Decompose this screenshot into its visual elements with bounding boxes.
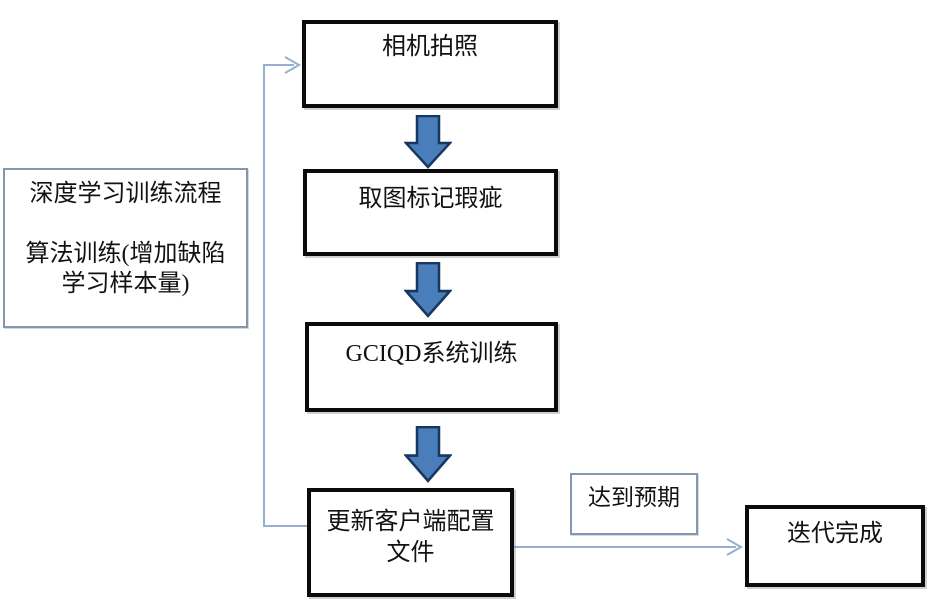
node-iteration-complete-label: 迭代完成 — [787, 521, 883, 547]
down-block-arrow-icon — [404, 262, 452, 318]
note-training-process-line3: 学习样本量) — [61, 271, 190, 297]
node-update-client-config: 更新客户端配置 文件 — [307, 488, 514, 597]
node-mark-defects-label: 取图标记瑕疵 — [358, 186, 503, 212]
feedback-arrowhead-icon — [284, 56, 302, 74]
node-iteration-complete: 迭代完成 — [745, 505, 925, 587]
down-block-arrow-icon — [404, 426, 452, 483]
branch-arrowhead-icon — [726, 538, 744, 556]
note-training-process-line1: 深度学习训练流程 — [29, 181, 222, 207]
down-block-arrow-icon — [404, 115, 452, 169]
node-update-client-config-line2: 文件 — [386, 540, 435, 566]
node-camera-photo: 相机拍照 — [302, 20, 558, 108]
node-system-training-label: GCIQD系统训练 — [345, 341, 518, 367]
label-reached-expectation: 达到预期 — [570, 473, 698, 535]
node-camera-photo-label: 相机拍照 — [382, 34, 478, 60]
node-mark-defects: 取图标记瑕疵 — [303, 169, 558, 256]
node-update-client-config-line1: 更新客户端配置 — [326, 509, 495, 535]
label-reached-expectation-text: 达到预期 — [588, 485, 680, 510]
node-system-training: GCIQD系统训练 — [305, 322, 558, 412]
feedback-connector-line — [263, 64, 308, 527]
note-training-process-line2: 算法训练(增加缺陷 — [25, 241, 226, 267]
note-training-process: 深度学习训练流程 算法训练(增加缺陷 学习样本量) — [3, 168, 248, 328]
